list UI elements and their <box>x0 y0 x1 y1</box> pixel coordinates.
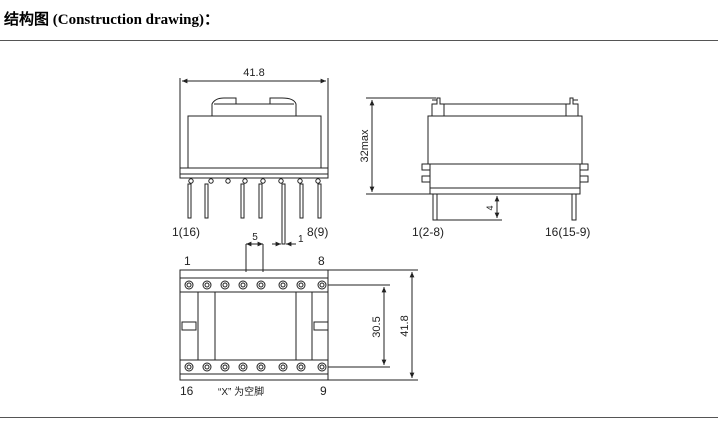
empty-pin-note: “X” 为空脚 <box>218 385 264 398</box>
dim-width-top: 41.8 <box>243 67 264 79</box>
side-label-left: 1(2-8) <box>412 225 444 239</box>
title-colon: ： <box>204 12 220 28</box>
side-body <box>427 115 583 165</box>
page-title: 结构图 (Construction drawing)： <box>4 8 219 29</box>
dim-height-side: 32max <box>359 129 371 163</box>
front-pin-bumps <box>188 178 321 184</box>
front-pins <box>187 183 322 245</box>
side-left-post <box>431 97 445 116</box>
bottom-label-8: 8 <box>318 254 325 268</box>
dim-total-depth: 41.8 <box>399 315 411 336</box>
side-label-right: 16(15-9) <box>545 225 590 239</box>
front-label-right: 8(9) <box>307 225 328 239</box>
bottom-top-pins <box>184 280 327 290</box>
bottom-top-strip <box>179 277 329 293</box>
bottom-frame <box>179 269 329 381</box>
front-view <box>179 78 329 272</box>
bottom-view <box>179 269 418 381</box>
bottom-bottom-strip <box>179 359 329 375</box>
dim-pin-pitch: 5 <box>252 232 258 243</box>
side-pin-right <box>571 193 577 221</box>
bottom-label-9: 9 <box>320 384 327 398</box>
title-chinese: 结构图 <box>4 12 50 28</box>
bottom-label-1: 1 <box>184 254 191 268</box>
top-divider <box>0 40 718 41</box>
side-base <box>429 163 581 195</box>
side-view <box>366 97 589 221</box>
bottom-divider <box>0 417 718 418</box>
front-top-clip <box>211 97 297 116</box>
front-body <box>187 115 322 169</box>
bottom-bottom-pins <box>184 362 327 372</box>
title-english: (Construction drawing) <box>52 12 205 28</box>
dim-row-spacing: 30.5 <box>371 316 383 337</box>
dim-pin-width: 1 <box>298 234 304 245</box>
side-pin-left <box>432 193 438 221</box>
side-right-post <box>565 97 579 116</box>
dim-pin-length: 4 <box>485 205 495 210</box>
front-label-left: 1(16) <box>172 225 200 239</box>
bottom-label-16: 16 <box>180 384 194 398</box>
front-base <box>179 167 329 179</box>
